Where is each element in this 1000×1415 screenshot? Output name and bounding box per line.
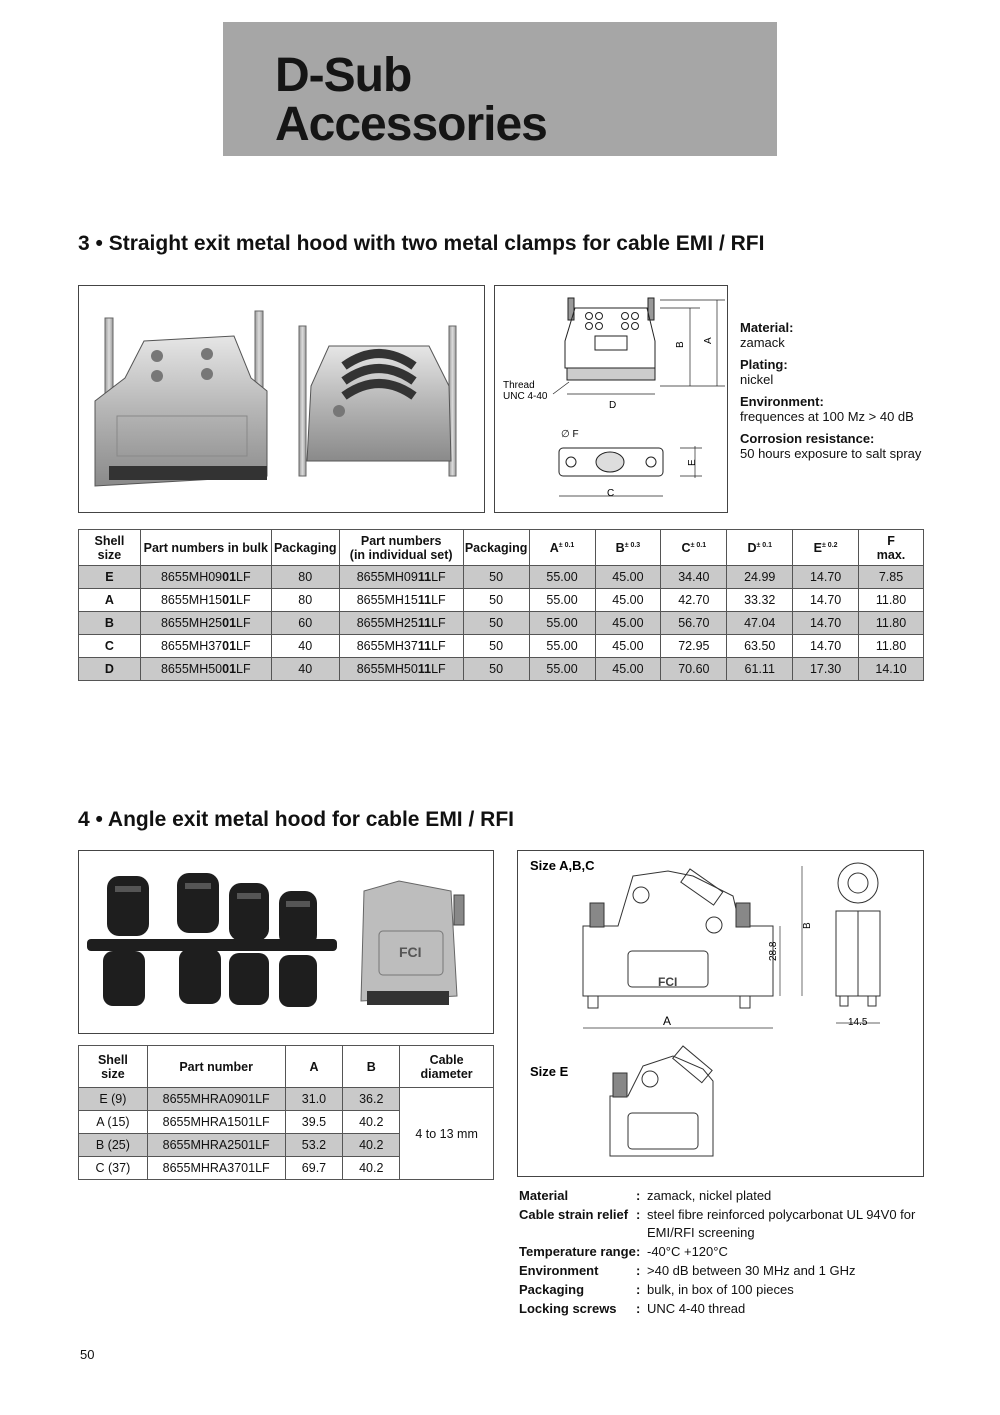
col-packaging: Packaging bbox=[270, 529, 340, 566]
table-row: A 8655MH1501LF 80 8655MH1511LF 50 55.00 … bbox=[78, 588, 924, 612]
dim-c-label: C bbox=[607, 488, 614, 499]
spec-value: nickel bbox=[740, 372, 774, 387]
thread-label-2: UNC 4-40 bbox=[503, 391, 548, 402]
dim-h-label: 28.8 bbox=[768, 941, 779, 961]
property-colon: : bbox=[636, 1207, 641, 1222]
section4-drawing: Size A,B,C FCI A 28.8 B 14.5 Size E bbox=[517, 850, 924, 1177]
col-set: Part numbers(in individual set) bbox=[338, 529, 464, 566]
angle-hood-drawing: Size A,B,C FCI A 28.8 B 14.5 Size E bbox=[530, 858, 881, 1157]
property-value: bulk, in box of 100 pieces bbox=[647, 1282, 794, 1297]
spec-label: Material: bbox=[740, 320, 794, 335]
col-a: A± 0.1 bbox=[528, 529, 596, 566]
col-a: A bbox=[284, 1045, 344, 1088]
col-b: B bbox=[342, 1045, 401, 1088]
property-colon: : bbox=[636, 1263, 641, 1278]
property-label: Temperature range bbox=[519, 1244, 636, 1259]
col-c: C± 0.1 bbox=[660, 529, 728, 566]
property-value: UNC 4-40 thread bbox=[647, 1301, 746, 1316]
size-abc-label: Size A,B,C bbox=[530, 858, 595, 873]
title-banner: D-Sub Accessories bbox=[223, 22, 777, 156]
spec-label: Plating: bbox=[740, 357, 788, 372]
table-row: D 8655MH5001LF 40 8655MH5011LF 50 55.00 … bbox=[78, 657, 924, 681]
table-row: C 8655MH3701LF 40 8655MH3711LF 50 55.00 … bbox=[78, 634, 924, 658]
dim-e-label: E bbox=[687, 459, 698, 466]
property-colon: : bbox=[636, 1188, 641, 1203]
page-title-line2: Accessories bbox=[275, 98, 548, 151]
angle-hood-photo: FCI bbox=[87, 873, 465, 1007]
spec-label: Corrosion resistance: bbox=[740, 431, 875, 446]
spec-value: zamack bbox=[740, 335, 785, 350]
dim-f-label: ∅ F bbox=[561, 429, 579, 440]
dim-a-label: A bbox=[703, 337, 714, 344]
property-colon: : bbox=[636, 1244, 641, 1259]
col-part: Part number bbox=[146, 1045, 286, 1088]
property-value: zamack, nickel plated bbox=[647, 1188, 772, 1203]
col-b: B± 0.3 bbox=[594, 529, 662, 566]
col-e: E± 0.2 bbox=[792, 529, 860, 566]
page-title-line1: D-Sub bbox=[275, 49, 412, 102]
thread-label-1: Thread bbox=[503, 380, 535, 391]
property-colon: : bbox=[636, 1282, 641, 1297]
table-row: E (9) 8655MHRA0901LF 31.0 36.2 4 to 13 m… bbox=[78, 1087, 494, 1180]
property-value: steel fibre reinforced polycarbonat UL 9… bbox=[647, 1207, 916, 1222]
section3-specs: Material: zamack Plating: nickel Environ… bbox=[740, 320, 990, 468]
straight-hood-drawing: B A D Thread UNC 4-40 ∅ F C E bbox=[503, 297, 725, 499]
col-bulk: Part numbers in bulk bbox=[139, 529, 272, 566]
page-number: 50 bbox=[80, 1347, 95, 1362]
dim-b-label: B bbox=[802, 922, 813, 929]
col-d: D± 0.1 bbox=[726, 529, 794, 566]
straight-hood-photo bbox=[94, 310, 457, 487]
property-label: Packaging bbox=[519, 1282, 585, 1297]
property-label: Cable strain relief bbox=[519, 1207, 629, 1222]
property-value-cont: EMI/RFI screening bbox=[647, 1225, 755, 1240]
property-value: >40 dB between 30 MHz and 1 GHz bbox=[647, 1263, 856, 1278]
table-row: E 8655MH0901LF 80 8655MH0911LF 50 55.00 … bbox=[78, 565, 924, 589]
spec-label: Environment: bbox=[740, 394, 824, 409]
property-value: -40°C +120°C bbox=[647, 1244, 728, 1259]
property-label: Material bbox=[519, 1188, 569, 1203]
spec-value: 50 hours exposure to salt spray bbox=[740, 446, 922, 461]
section4-title: 4 • Angle exit metal hood for cable EMI … bbox=[78, 808, 514, 831]
table-row: B 8655MH2501LF 60 8655MH2511LF 50 55.00 … bbox=[78, 611, 924, 635]
photo-logo: FCI bbox=[399, 944, 422, 960]
dim-a-label: A bbox=[663, 1014, 671, 1028]
section3-drawing: B A D Thread UNC 4-40 ∅ F C E bbox=[494, 285, 728, 513]
col-packaging2: Packaging bbox=[462, 529, 530, 566]
spec-value: frequences at 100 Mz > 40 dB bbox=[740, 409, 914, 424]
dim-d-label: D bbox=[609, 400, 616, 411]
section3-photo bbox=[78, 285, 485, 513]
table-row: C (37) 8655MHRA3701LF 69.7 40.2 bbox=[78, 1156, 494, 1180]
drawing-logo: FCI bbox=[658, 975, 677, 989]
dim-w-label: 14.5 bbox=[848, 1017, 868, 1028]
property-label: Environment bbox=[519, 1263, 599, 1278]
dim-b-label: B bbox=[675, 341, 686, 348]
section3-title: 3 • Straight exit metal hood with two me… bbox=[78, 232, 765, 255]
cable-diameter-cell: 4 to 13 mm bbox=[399, 1087, 494, 1180]
section4-photo: FCI bbox=[78, 850, 494, 1034]
property-colon: : bbox=[636, 1301, 641, 1316]
table-row: A (15) 8655MHRA1501LF 39.5 40.2 bbox=[78, 1110, 494, 1134]
size-e-label: Size E bbox=[530, 1064, 569, 1079]
property-label: Locking screws bbox=[519, 1301, 617, 1316]
